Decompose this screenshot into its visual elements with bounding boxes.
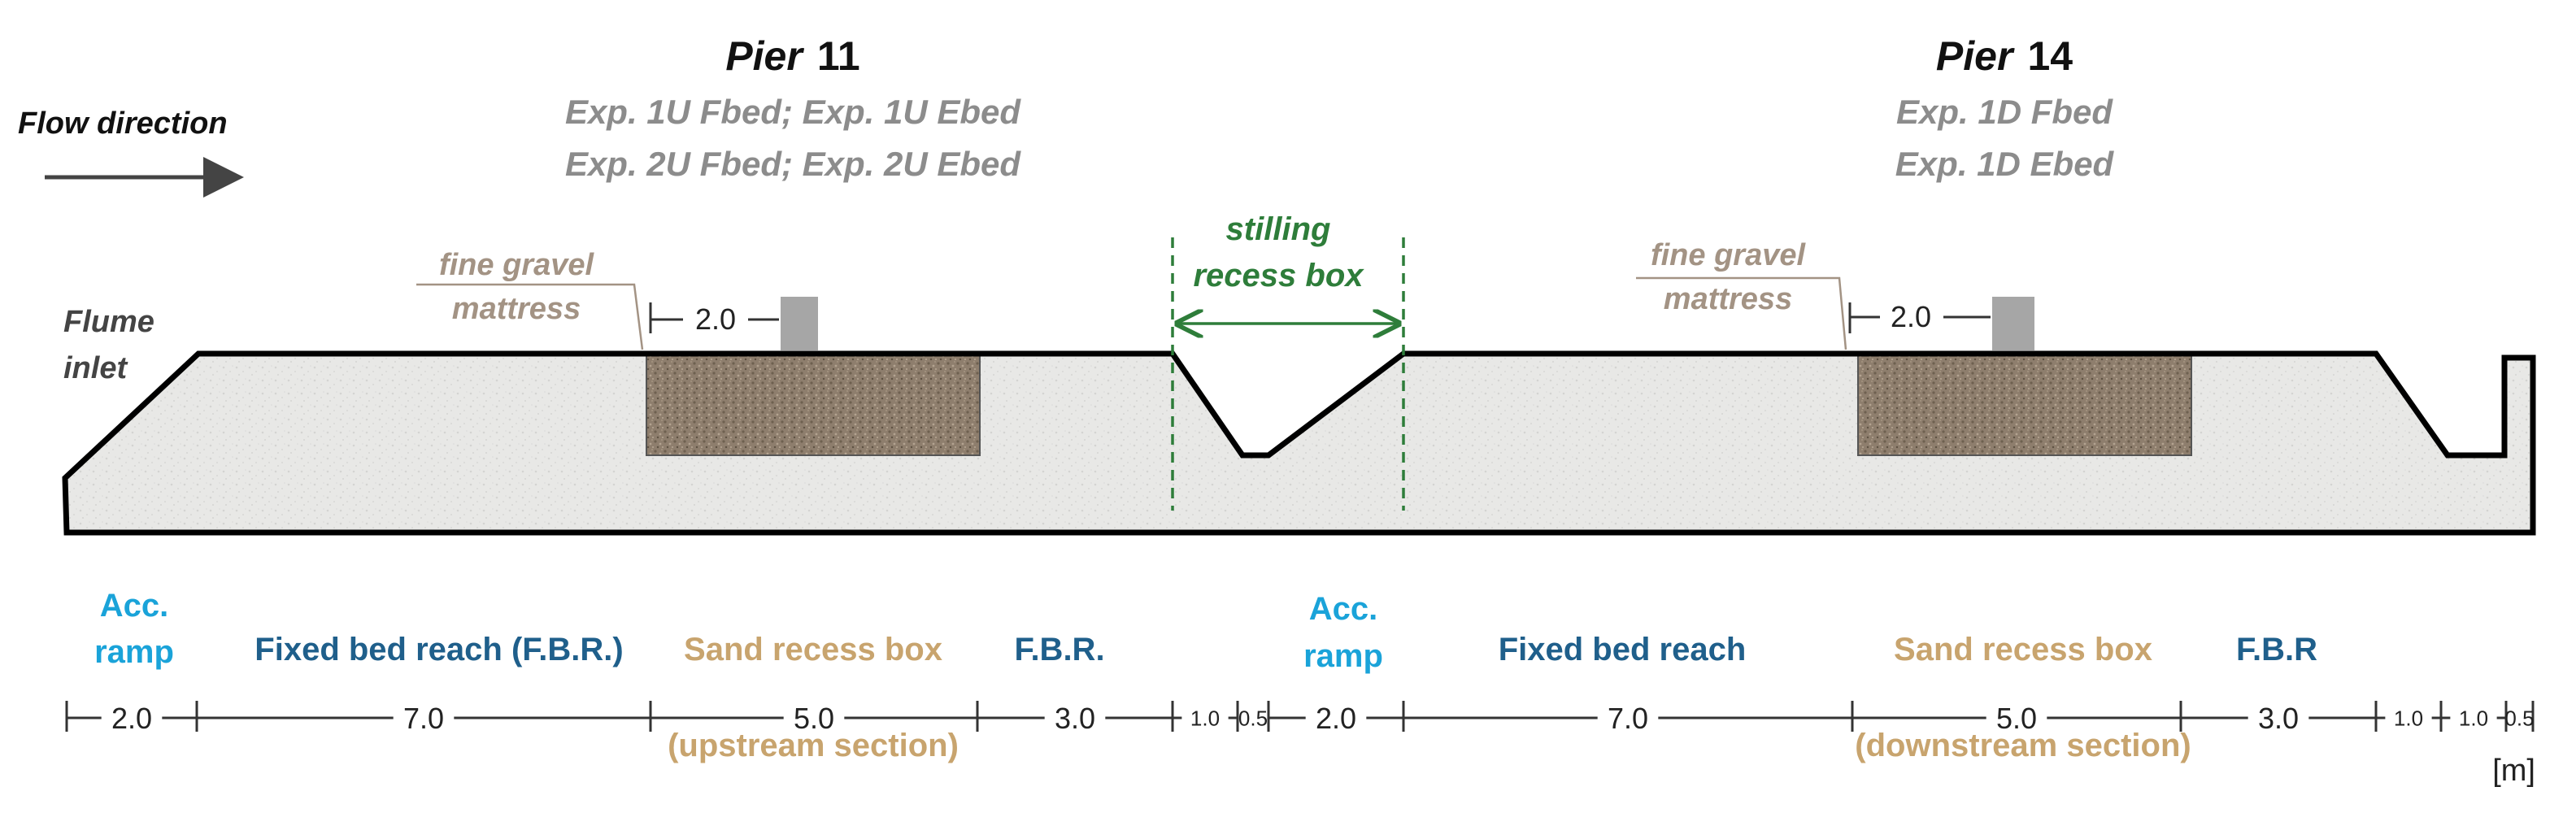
dimension-label: 1.0 (1190, 706, 1220, 730)
zone-sand-recess-2-line1: Sand recess box (1894, 632, 2152, 667)
pier-14-experiments-line1: Exp. 1D Fbed (1896, 93, 2113, 131)
pier-11-experiments-line1: Exp. 1U Fbed; Exp. 1U Ebed (565, 93, 1021, 131)
flume-outline (62, 350, 2536, 536)
dimension-label: 7.0 (1608, 702, 1648, 735)
dimension-chain: 2.0 7.0 5.0 3.0 1.0 0.5 2.0 7.0 5.0 3.0 1.0 1.0 0.5 (65, 701, 2535, 735)
zone-fixed-bed-reach-1: Fixed bed reach (F.B.R.) (255, 632, 623, 667)
mattress-upstream-leader (416, 283, 644, 350)
flume-inlet-label-line2: inlet (63, 351, 128, 385)
dimension-label: 3.0 (1055, 702, 1095, 735)
mattress-downstream-label-line1: fine gravel (1651, 238, 1807, 272)
dimension-label: 2.0 (111, 702, 152, 735)
zone-acc-ramp-2-line1: Acc. (1309, 591, 1378, 627)
stilling-label-line1: stilling (1226, 211, 1331, 247)
zone-acc-ramp-1-line2: ramp (94, 634, 174, 670)
gravel-mattress-upstream (646, 353, 981, 456)
mattress-downstream-label-line2: mattress (1664, 282, 1792, 316)
pier-11-distance-value: 2.0 (695, 302, 736, 336)
dimension-label: 1.0 (2459, 706, 2488, 730)
gravel-mattress-downstream (1857, 353, 2192, 456)
pier-14-distance-value: 2.0 (1891, 300, 1931, 333)
unit-label: [m] (2492, 754, 2535, 788)
flow-direction-label: Flow direction (18, 107, 228, 141)
zone-fbr-short-1: F.B.R. (1014, 632, 1104, 667)
dimension-label: 7.0 (403, 702, 444, 735)
stilling-label-line2: recess box (1193, 258, 1364, 293)
mattress-upstream-label-line1: fine gravel (439, 248, 595, 282)
zone-acc-ramp-1-line1: Acc. (100, 588, 169, 624)
flume-inlet-label-line1: Flume (63, 305, 154, 339)
zone-sand-recess-2-line2: (downstream section) (1855, 728, 2191, 763)
dimension-label: 3.0 (2258, 702, 2299, 735)
dimension-label: 5.0 (1996, 702, 2037, 735)
dimension-label: 5.0 (794, 702, 834, 735)
pier-14-block (1992, 297, 2034, 350)
dimension-label: 1.0 (2394, 706, 2423, 730)
zone-fbr-short-2: F.B.R (2236, 632, 2317, 667)
zone-sand-recess-1-line1: Sand recess box (684, 632, 942, 667)
pier-11-block (781, 297, 818, 350)
zone-fixed-bed-reach-2: Fixed bed reach (1499, 632, 1747, 667)
pier-11-experiments-line2: Exp. 2U Fbed; Exp. 2U Ebed (565, 145, 1021, 183)
zone-acc-ramp-2-line2: ramp (1303, 638, 1383, 674)
dimension-label: 2.0 (1316, 702, 1356, 735)
pier-14-experiments-line2: Exp. 1D Ebed (1895, 145, 2115, 183)
dimension-label: 0.5 (1238, 706, 1268, 730)
mattress-downstream-leader (1636, 276, 1847, 350)
zone-sand-recess-1-line2: (upstream section) (668, 728, 959, 763)
mattress-upstream-label-line2: mattress (452, 292, 581, 326)
dimension-label: 0.5 (2504, 706, 2534, 730)
